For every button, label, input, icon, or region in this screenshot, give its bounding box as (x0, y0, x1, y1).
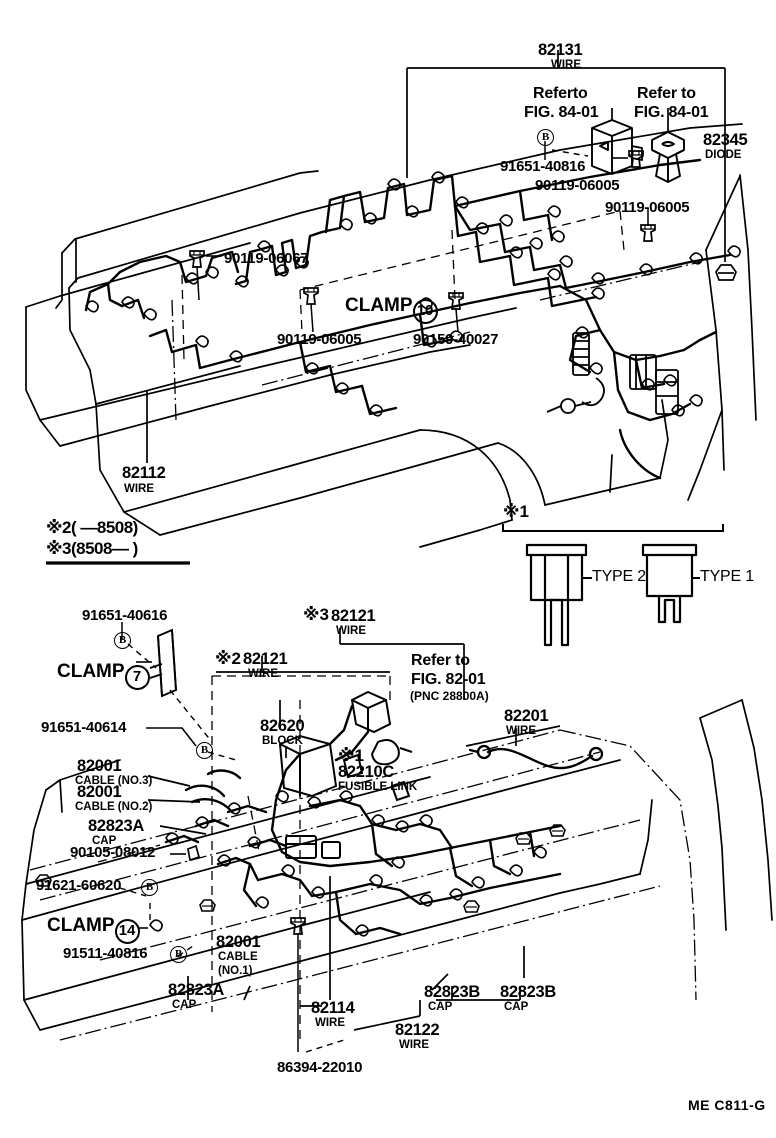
label-82121-kome3-number: 82121 (331, 607, 376, 625)
label-82001-no3-sub: CABLE (NO.3) (75, 775, 153, 787)
label-82001-no1-sub2: (NO.1) (218, 965, 253, 977)
clamp-10-word: CLAMP (345, 295, 413, 316)
ring-b-lower-4: B (170, 946, 187, 963)
label-82001-no1-sub: CABLE (218, 951, 258, 963)
label-82823B-2-sub: CAP (504, 1001, 529, 1013)
label-91651-40614: 91651-40614 (41, 719, 127, 736)
refer-8201-line1: Refer to (411, 652, 470, 669)
label-82001-no2-number: 82001 (77, 783, 122, 801)
label-90119-06005-c: 90119-06005 (277, 331, 362, 348)
label-82823A-bottom-number: 82823A (168, 981, 224, 999)
refer-right-line1: Refer to (637, 85, 696, 102)
legend-line-2: ※3(8508— ) (46, 539, 138, 558)
label-82122-number: 82122 (395, 1021, 440, 1039)
label-90119-06005-a: 90119-06005 (535, 177, 620, 194)
kome3-marker: ※3 (303, 605, 329, 624)
legend-line-1: ※2( —8508) (46, 518, 138, 537)
label-82823A-top-sub: CAP (92, 835, 117, 847)
refer-8201-line2: FIG. 82-01 (411, 671, 486, 688)
refer-right-line2: FIG. 84-01 (634, 104, 709, 121)
label-82201-number: 82201 (504, 707, 549, 725)
clamp-7-word: CLAMP (57, 661, 125, 682)
inset-type2-label: TYPE 2 (592, 568, 646, 585)
label-91621-60620: 91621-60620 (36, 877, 122, 894)
label-90119-06067: 90119-06067 (224, 250, 309, 267)
refer-8201-line3: (PNC 28800A) (410, 689, 489, 703)
label-82121-kome3-sub: WIRE (336, 625, 367, 637)
label-82001-no1-number: 82001 (216, 933, 261, 951)
label-82122-sub: WIRE (399, 1039, 430, 1051)
clamp-14-word: CLAMP (47, 915, 115, 936)
clamp-10-count: 10 (412, 299, 438, 324)
label-82112-number: 82112 (122, 464, 166, 482)
kome1-marker-fusible: ※1 (338, 746, 364, 765)
kome2-marker: ※2 (215, 649, 241, 668)
label-91651-40616: 91651-40616 (82, 607, 168, 624)
ring-b-lower-3: B (141, 879, 158, 896)
label-90105-08012: 90105-08012 (70, 844, 156, 861)
clamp-14-count: 14 (114, 919, 140, 944)
label-82131-number: 82131 (538, 41, 583, 59)
label-82114-sub: WIRE (315, 1017, 346, 1029)
label-82823B-2-number: 82823B (500, 983, 556, 1001)
label-82823A-bottom-sub: CAP (172, 999, 197, 1011)
label-90159-40027: 90159-40027 (413, 331, 499, 348)
label-82114-number: 82114 (311, 999, 355, 1017)
refer-left-line2: FIG. 84-01 (524, 104, 599, 121)
ring-b-lower-1: B (114, 632, 131, 649)
label-82201-sub: WIRE (506, 725, 537, 737)
label-82131-sub: WIRE (551, 59, 582, 71)
label-82121-kome2-number: 82121 (243, 650, 288, 668)
label-82001-no2-sub: CABLE (NO.2) (75, 801, 153, 813)
inset-type1-label: TYPE 1 (700, 568, 754, 585)
label-82210C-number: 82210C (338, 763, 394, 781)
label-82345-number: 82345 (703, 131, 748, 149)
label-82620-number: 82620 (260, 717, 305, 735)
ring-b-upper: B (537, 129, 554, 146)
label-82210C-sub: FUSIBLE LINK (338, 781, 418, 793)
refer-left-line1: Referto (533, 85, 588, 102)
ring-b-lower-2: B (196, 742, 213, 759)
label-82121-kome2-sub: WIRE (248, 668, 279, 680)
label-82823B-1-number: 82823B (424, 983, 480, 1001)
label-91511-40816: 91511-40816 (63, 945, 148, 962)
label-82620-sub: BLOCK (262, 735, 303, 747)
label-82345-sub: DIODE (705, 149, 742, 161)
label-82112-sub: WIRE (124, 483, 155, 495)
sheet-watermark: ME C811-G (688, 1097, 766, 1113)
clamp-7-count: 7 (124, 665, 150, 690)
label-90119-06005-b: 90119-06005 (605, 199, 690, 216)
label-91651-40816: 91651-40816 (500, 158, 586, 175)
label-86394-22010: 86394-22010 (277, 1059, 363, 1076)
label-82823A-top-number: 82823A (88, 817, 144, 835)
inset-marker-kome1: ※1 (503, 502, 529, 521)
label-82001-no3-number: 82001 (77, 757, 122, 775)
label-82823B-1-sub: CAP (428, 1001, 453, 1013)
